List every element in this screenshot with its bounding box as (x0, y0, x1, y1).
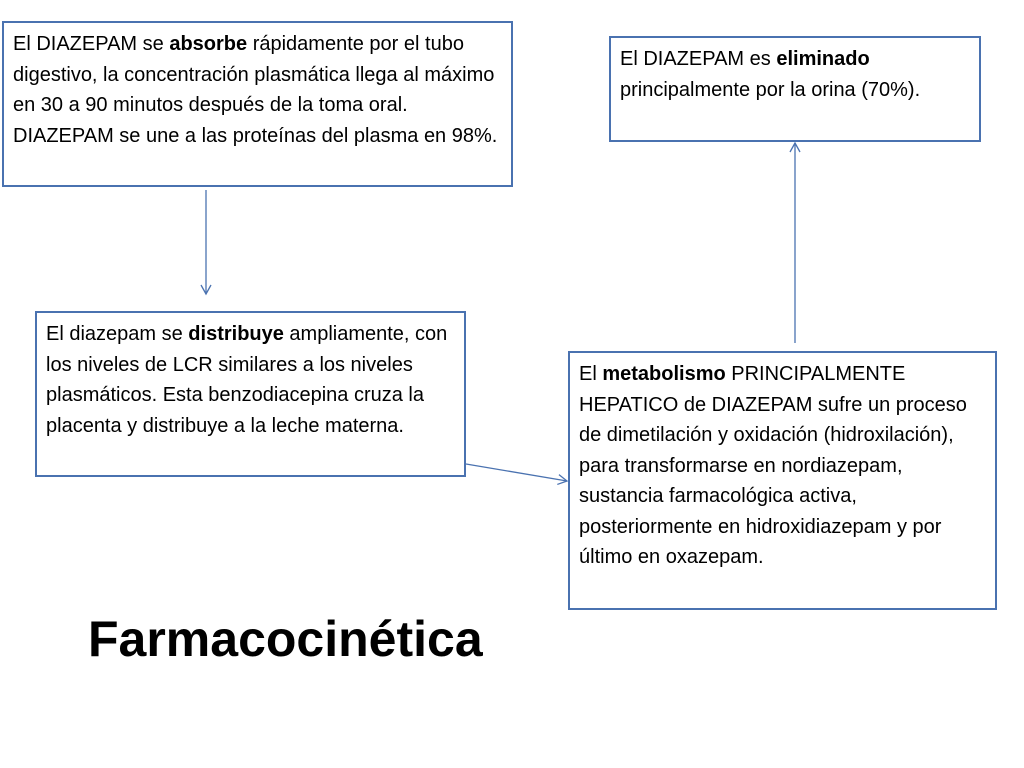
absorption-text-post: rápidamente por el tubo digestivo, la co… (13, 33, 498, 147)
metabolism-text-pre: El (579, 363, 603, 385)
arrow-distribution-to-metabolism (465, 463, 569, 486)
distribution-keyword: distribuye (188, 323, 284, 345)
elimination-keyword: eliminado (776, 48, 870, 70)
absorption-box: El DIAZEPAM se absorbe rápidamente por e… (2, 21, 513, 187)
elimination-text-pre: El DIAZEPAM es (620, 48, 777, 70)
metabolism-box: El metabolismo PRINCIPALMENTE HEPATICO d… (568, 351, 997, 610)
distribution-box: El diazepam se distribuye ampliamente, c… (35, 311, 466, 477)
metabolism-text-post: PRINCIPALMENTE HEPATICO de DIAZEPAM sufr… (579, 363, 967, 568)
absorption-keyword: absorbe (169, 33, 248, 55)
slide-title: Farmacocinética (88, 611, 483, 667)
absorption-text-pre: El DIAZEPAM se (13, 33, 170, 55)
elimination-text-post: principalmente por la orina (70%). (620, 78, 921, 101)
metabolism-keyword: metabolismo (602, 363, 726, 385)
elimination-box: El DIAZEPAM es eliminado principalmente … (609, 36, 981, 142)
distribution-text-post: ampliamente, con los niveles de LCR simi… (46, 323, 448, 437)
distribution-text-pre: El diazepam se (46, 323, 189, 345)
